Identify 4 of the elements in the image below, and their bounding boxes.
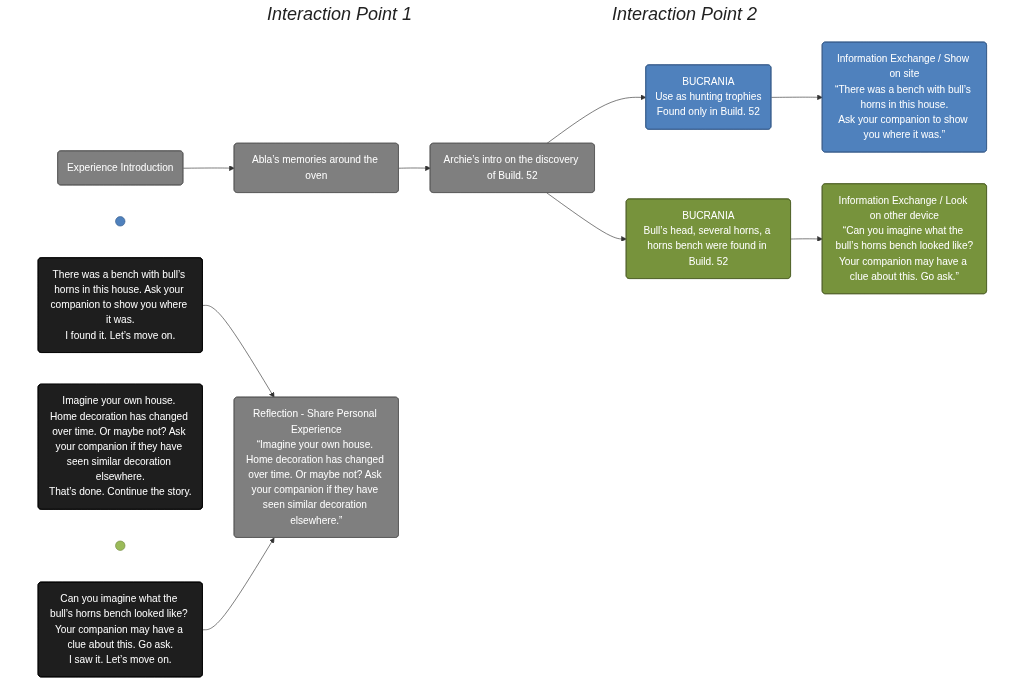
node-circle	[114, 215, 125, 226]
section-heading: Interaction Point 1	[266, 4, 412, 26]
node-circle	[114, 540, 125, 551]
section-heading: Interaction Point 2	[612, 4, 758, 26]
